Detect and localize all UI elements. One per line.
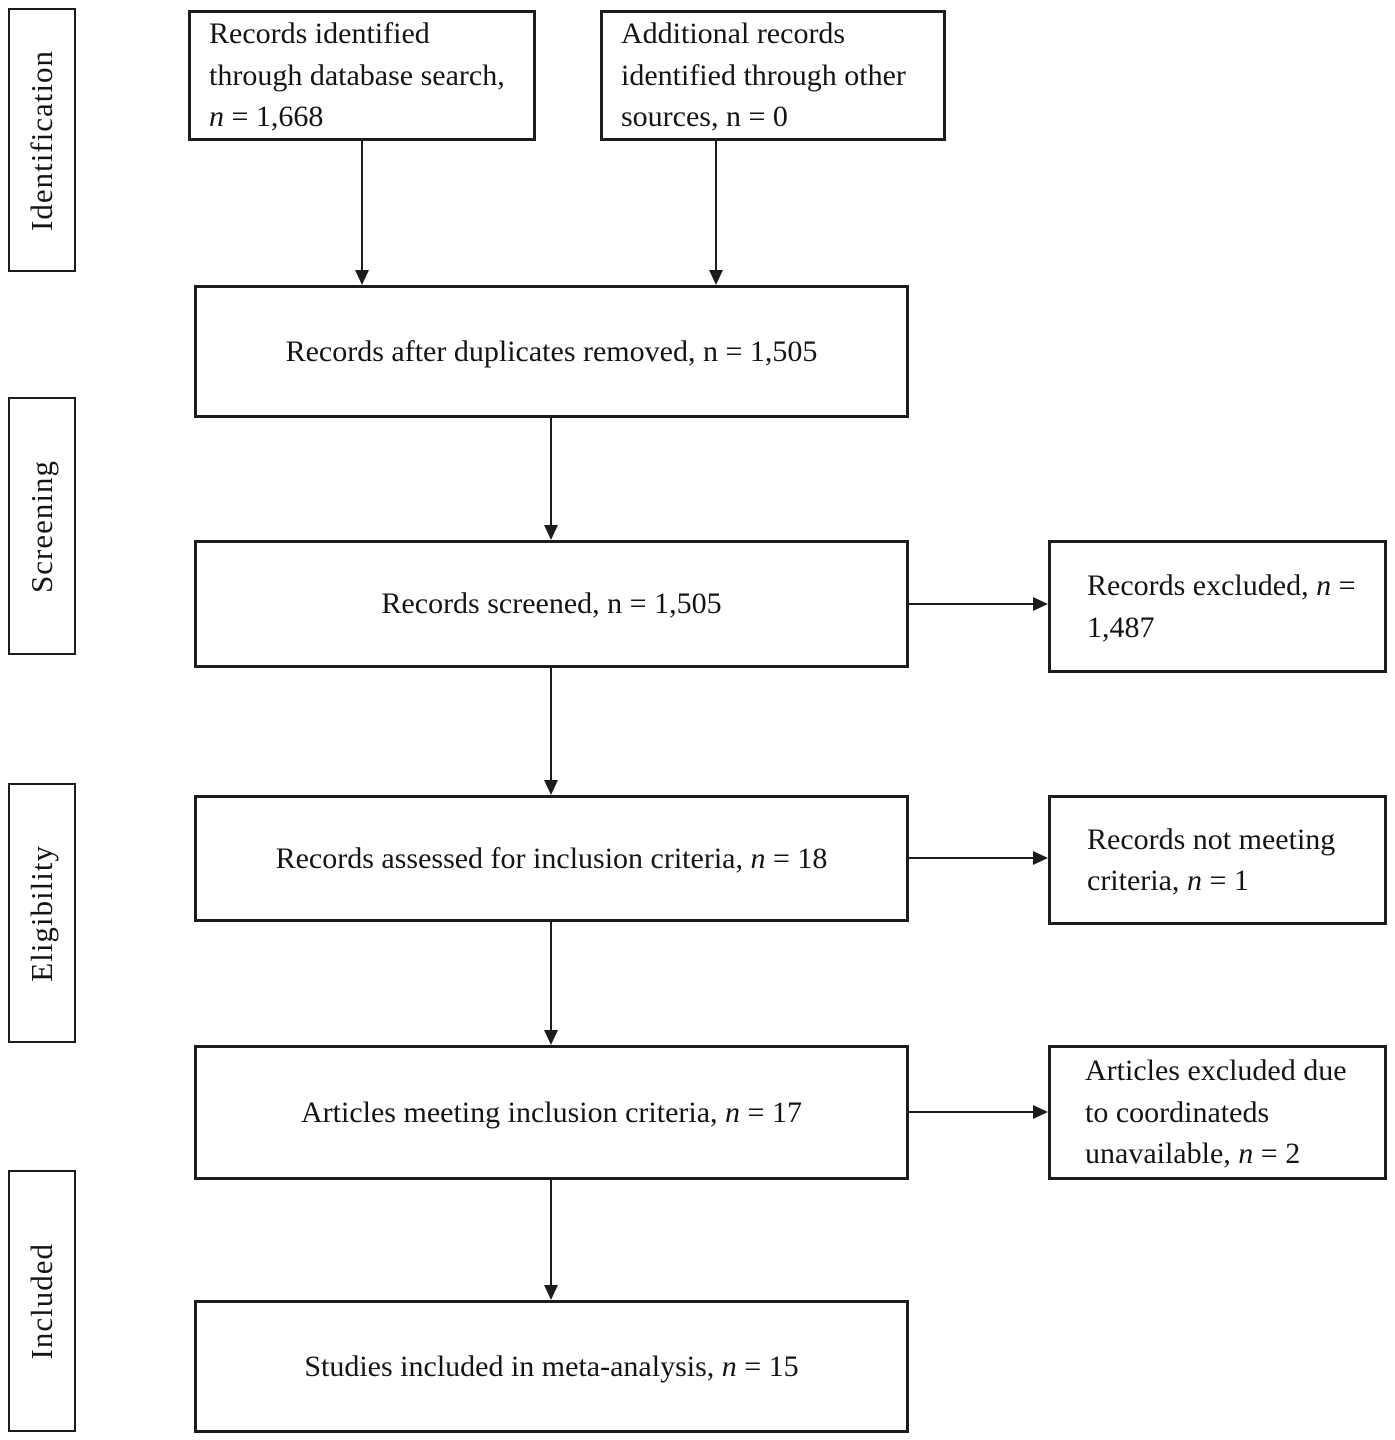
box-text: Studies included in meta-analysis, n = 1… [304, 1349, 799, 1383]
box-records-screened: Records screened, n = 1,505 [194, 540, 909, 668]
box-text: Articles meeting inclusion criteria, n =… [301, 1095, 802, 1129]
arrow-meeting-to-excluded [907, 1105, 1048, 1119]
box-text: Records assessed for inclusion criteria,… [275, 841, 828, 875]
box-articles-excluded-coordinates: Articles excluded due to coordinateds un… [1048, 1045, 1387, 1180]
n-symbol: n [721, 1349, 737, 1383]
stage-box-screening: Screening [8, 397, 76, 655]
stage-box-included: Included [8, 1170, 76, 1432]
box-text: Records identified through database sear… [209, 17, 505, 134]
arrow-assessed-to-meeting [544, 922, 558, 1045]
box-text: Additional records identified through ot… [621, 17, 906, 134]
box-text: Records excluded, n = 1,487 [1087, 569, 1356, 644]
box-records-not-meeting-criteria: Records not meeting criteria, n = 1 [1048, 795, 1387, 925]
n-symbol: n [725, 1095, 741, 1129]
stage-label-included: Included [24, 1242, 59, 1360]
box-text: Records not meeting criteria, n = 1 [1087, 822, 1336, 897]
stage-label-identification: Identification [24, 49, 59, 231]
stage-label-eligibility: Eligibility [24, 844, 59, 982]
arrow-screened-to-excluded [907, 597, 1048, 611]
stage-label-screening: Screening [24, 459, 59, 593]
box-records-after-duplicates: Records after duplicates removed, n = 1,… [194, 285, 909, 418]
box-records-assessed: Records assessed for inclusion criteria,… [194, 795, 909, 922]
n-symbol: n [725, 100, 741, 134]
box-articles-meeting-criteria: Articles meeting inclusion criteria, n =… [194, 1045, 909, 1180]
arrow-assessed-to-notmeeting [907, 851, 1048, 865]
n-symbol: n [209, 100, 224, 134]
box-records-identified-other-sources: Additional records identified through ot… [600, 10, 946, 141]
box-text: Records after duplicates removed, n = 1,… [285, 334, 818, 368]
n-symbol: n [750, 841, 766, 875]
box-text: Articles excluded due to coordinateds un… [1085, 1054, 1347, 1171]
arrow-db-to-dedup [355, 141, 369, 285]
arrow-screened-to-assessed [544, 668, 558, 795]
box-records-identified-database: Records identified through database sear… [188, 10, 536, 141]
n-symbol: n [1238, 1137, 1254, 1171]
n-symbol: n [1316, 569, 1332, 603]
arrow-other-to-dedup [709, 141, 723, 285]
n-symbol: n [607, 587, 623, 621]
stage-box-identification: Identification [8, 8, 76, 272]
stage-box-eligibility: Eligibility [8, 783, 76, 1043]
arrow-dedup-to-screened [544, 418, 558, 540]
box-studies-included-meta-analysis: Studies included in meta-analysis, n = 1… [194, 1300, 909, 1433]
box-text: Records screened, n = 1,505 [381, 587, 722, 621]
n-symbol: n [1186, 864, 1202, 897]
n-symbol: n [702, 334, 718, 368]
box-records-excluded: Records excluded, n = 1,487 [1048, 540, 1387, 673]
arrow-meeting-to-included [544, 1180, 558, 1300]
